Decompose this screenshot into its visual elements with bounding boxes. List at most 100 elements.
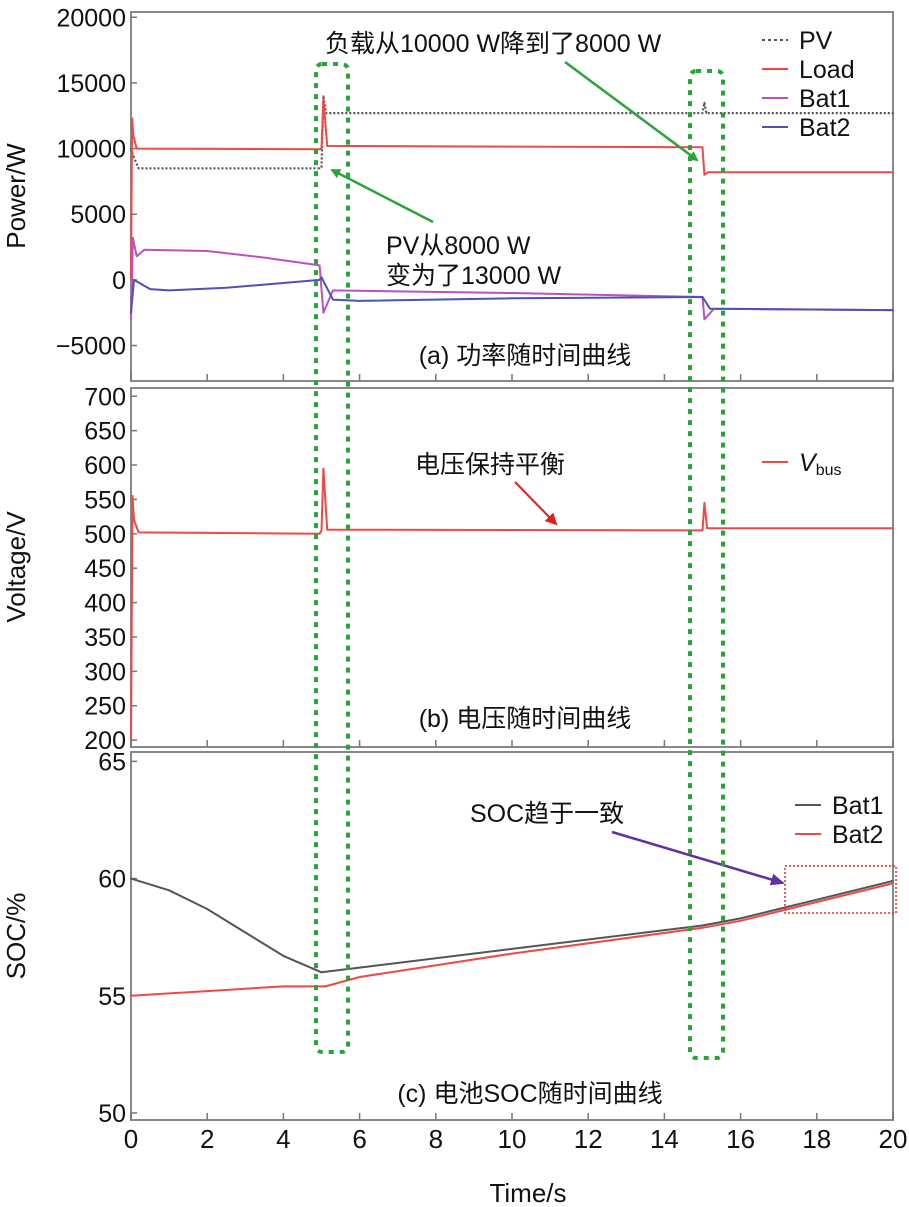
x-tick-label: 0 xyxy=(124,1124,138,1154)
annotation-arrow-voltage xyxy=(514,481,558,526)
data-point-pv xyxy=(703,101,706,104)
data-point-bat2 xyxy=(892,882,894,885)
data-point-bat1 xyxy=(130,877,132,880)
x-tick-label: 2 xyxy=(200,1124,214,1154)
data-point-bat1 xyxy=(892,880,894,882)
annotation-load-drop: 负载从10000 W降到了8000 W xyxy=(325,30,662,58)
x-tick-label: 12 xyxy=(574,1124,603,1154)
data-point-load xyxy=(707,171,710,174)
data-point-bat2 xyxy=(244,987,247,990)
data-point-load xyxy=(131,117,133,120)
highlight-box-soc-converge xyxy=(784,865,897,914)
data-point-bat1 xyxy=(282,955,285,957)
legend-label-bat2: Bat2 xyxy=(799,114,850,142)
data-point-load xyxy=(132,134,135,137)
legend-label-bat1: Bat1 xyxy=(799,85,850,113)
data-point-bat2 xyxy=(324,985,327,988)
panel-b: 700650600550500450400350300250200Voltage… xyxy=(1,383,894,755)
plot-area xyxy=(130,751,894,1121)
y-tick-label: 20000 xyxy=(56,4,126,32)
y-tick-label: 400 xyxy=(84,590,126,618)
series-line-v xyxy=(130,467,893,741)
y-tick-label: −5000 xyxy=(56,333,126,361)
y-tick-label: 650 xyxy=(84,418,126,446)
data-point-bat1 xyxy=(135,255,138,258)
annotation-pv-change-line2: 变为了13000 W xyxy=(386,262,561,290)
data-point-bat2 xyxy=(168,289,170,292)
x-tick-label: 18 xyxy=(802,1124,831,1154)
plot-area xyxy=(130,387,894,748)
data-point-bat1 xyxy=(132,237,134,239)
data-point-bat2 xyxy=(168,992,170,995)
data-point-bat1 xyxy=(703,318,706,321)
legend-label-load: Load xyxy=(799,56,855,84)
data-point-bat2 xyxy=(358,300,361,302)
data-point-bat2 xyxy=(282,985,285,988)
y-axis-label: SOC/% xyxy=(1,893,31,980)
data-point-bat2 xyxy=(777,910,780,913)
y-tick-label: 550 xyxy=(84,486,126,514)
data-point-bat2 xyxy=(149,288,151,290)
data-point-bat2 xyxy=(130,311,132,314)
data-point-bat1 xyxy=(358,966,361,969)
annotation-pv-change-line1: PV从8000 W xyxy=(386,232,531,260)
y-tick-label: 350 xyxy=(84,624,126,652)
highlight-box-t15 xyxy=(688,69,725,1060)
data-point-bat2 xyxy=(206,990,208,992)
data-point-bat1 xyxy=(206,908,208,910)
data-point-v xyxy=(130,739,132,741)
data-point-bat2 xyxy=(358,976,361,978)
y-tick-label: 5000 xyxy=(70,201,126,229)
x-tick-label: 8 xyxy=(429,1124,443,1154)
data-point-load xyxy=(892,171,894,174)
x-axis-label: Time/s xyxy=(489,1178,566,1207)
legend-label-bat1: Bat1 xyxy=(832,792,883,820)
data-point-bat2 xyxy=(511,297,513,300)
x-tick-label: 14 xyxy=(650,1124,679,1154)
y-tick-label: 600 xyxy=(84,452,126,480)
data-point-pv xyxy=(322,95,325,97)
data-point-v xyxy=(137,531,140,534)
data-point-bat2 xyxy=(709,307,711,310)
y-tick-label: 65 xyxy=(98,748,126,776)
data-point-load xyxy=(135,147,138,150)
annotation-arrow-soc xyxy=(611,830,785,886)
annotation-voltage-balance: 电压保持平衡 xyxy=(415,451,565,479)
data-point-bat2 xyxy=(739,919,742,922)
panel-title: (c) 电池SOC随时间曲线 xyxy=(397,1080,662,1108)
y-axis-label: Voltage/V xyxy=(1,511,31,623)
plot-area xyxy=(130,11,894,382)
x-tick-label: 10 xyxy=(498,1124,527,1154)
y-tick-label: 250 xyxy=(84,693,126,721)
data-point-v xyxy=(318,533,321,535)
data-point-bat2 xyxy=(130,994,132,997)
data-point-bat1 xyxy=(318,264,321,267)
data-point-v xyxy=(701,529,704,532)
data-point-bat2 xyxy=(892,309,894,311)
x-tick-label: 6 xyxy=(352,1124,366,1154)
legend-label-pv: PV xyxy=(799,27,833,55)
data-point-v xyxy=(706,527,708,530)
data-point-bat1 xyxy=(143,248,146,251)
data-point-pv xyxy=(137,167,140,170)
data-point-bat2 xyxy=(318,279,321,281)
data-point-bat1 xyxy=(777,908,780,910)
data-point-bat1 xyxy=(168,889,170,892)
data-point-v xyxy=(703,502,706,504)
data-point-bat2 xyxy=(511,952,513,955)
y-tick-label: 200 xyxy=(84,727,126,755)
y-tick-label: 10000 xyxy=(56,136,126,164)
data-point-pv xyxy=(701,112,704,114)
y-tick-label: 450 xyxy=(84,555,126,583)
highlight-box-t5 xyxy=(314,62,350,1054)
data-point-load xyxy=(318,148,321,151)
annotation-soc-converge: SOC趋于一致 xyxy=(470,800,624,828)
data-point-bat2 xyxy=(320,276,323,279)
data-point-bat1 xyxy=(511,292,513,294)
data-point-bat2 xyxy=(701,926,704,929)
data-point-pv xyxy=(892,112,894,114)
data-point-pv xyxy=(325,112,327,114)
y-tick-label: 60 xyxy=(98,866,126,894)
